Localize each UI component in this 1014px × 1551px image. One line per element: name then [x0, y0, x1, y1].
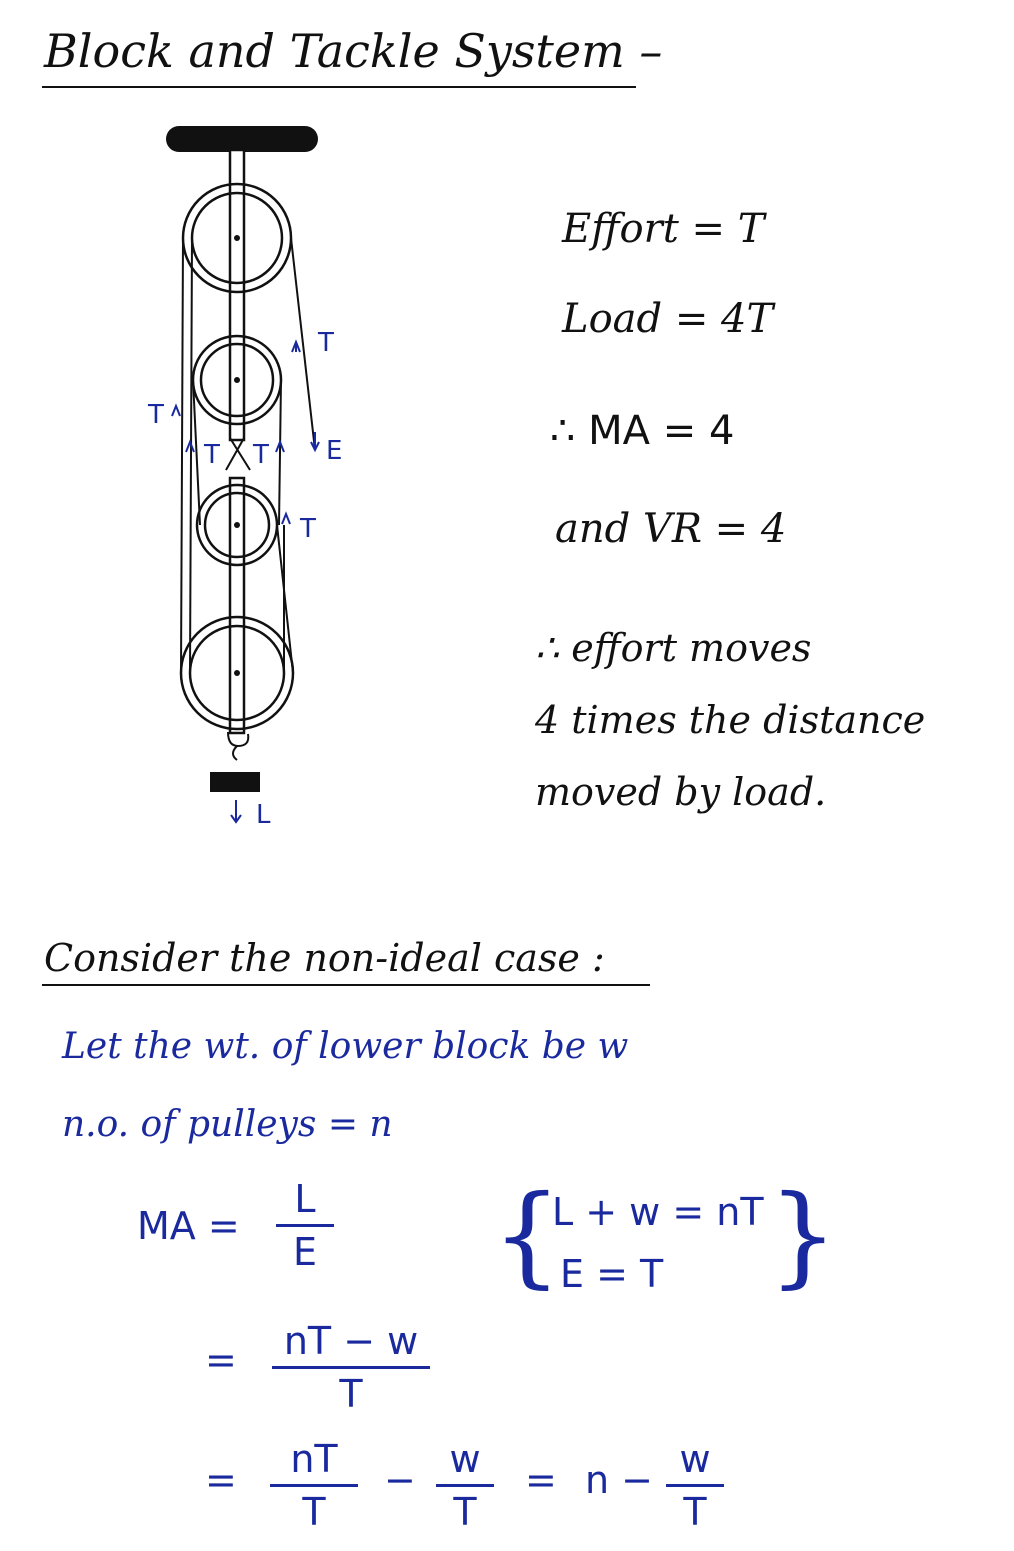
section-heading-underline	[42, 984, 650, 986]
tension-label: T	[204, 440, 220, 470]
equals-sign: =	[205, 1458, 237, 1502]
fraction-l-over-e: L E	[276, 1180, 334, 1271]
fraction-bar	[276, 1224, 334, 1227]
tension-label: T	[253, 440, 269, 470]
effort-equation: Effort = T	[562, 206, 765, 252]
load-label: L	[256, 800, 271, 830]
fraction-bar	[436, 1484, 494, 1487]
vr-equation: and VR = 4	[555, 506, 787, 552]
fraction-numerator: w	[679, 1437, 711, 1481]
n-minus-term: n −	[585, 1458, 654, 1502]
ma-equation: ∴ MA = 4	[550, 408, 735, 454]
right-brace: }	[768, 1171, 838, 1299]
tension-label: T	[148, 400, 164, 430]
lower-block-rod	[228, 476, 246, 735]
fraction-denominator: T	[339, 1371, 363, 1416]
assumption-line: n.o. of pulleys = n	[62, 1104, 393, 1145]
left-brace: {	[492, 1171, 562, 1299]
ma-label: MA =	[137, 1204, 240, 1248]
conclusion-line: ∴ effort moves	[535, 626, 812, 670]
fraction-numerator: nT	[290, 1437, 338, 1481]
effort-label: E	[326, 436, 343, 466]
equals-sign: =	[525, 1458, 557, 1502]
tension-label: T	[318, 328, 334, 358]
upper-block-rod	[228, 148, 246, 442]
section-heading: Consider the non-ideal case :	[44, 936, 605, 980]
page-title: Block and Tackle System –	[44, 24, 663, 78]
fraction-w-over-t: w T	[436, 1440, 494, 1531]
conclusion-line: 4 times the distance	[535, 698, 926, 742]
fraction-denominator: T	[453, 1489, 477, 1534]
force-arrows	[171, 339, 320, 824]
fraction-numerator: nT − w	[283, 1319, 419, 1363]
fraction-denominator: E	[292, 1229, 317, 1274]
tension-label: T	[300, 514, 316, 544]
rope	[180, 237, 316, 761]
ceiling-support	[166, 126, 318, 152]
conclusion-line: moved by load.	[535, 770, 827, 814]
fraction-numerator: w	[449, 1437, 481, 1481]
title-underline	[42, 86, 636, 88]
fraction-w-over-t: w T	[666, 1440, 724, 1531]
load-block	[210, 772, 260, 792]
fraction-denominator: T	[683, 1489, 707, 1534]
minus-sign: −	[384, 1458, 416, 1502]
fraction-numerator: L	[294, 1177, 316, 1221]
equals-sign: =	[205, 1338, 237, 1382]
load-equation: Load = 4T	[562, 296, 774, 342]
fraction-bar	[666, 1484, 724, 1487]
fraction-nt-over-t: nT T	[270, 1440, 358, 1531]
fraction-denominator: T	[302, 1489, 326, 1534]
block-and-tackle-diagram	[166, 126, 320, 824]
fraction-bar	[272, 1366, 430, 1369]
system-equation: L + w = nT	[552, 1190, 764, 1234]
assumption-line: Let the wt. of lower block be w	[62, 1026, 629, 1067]
system-equation: E = T	[560, 1252, 664, 1296]
fraction-bar	[270, 1484, 358, 1487]
fraction-nt-minus-w-over-t: nT − w T	[272, 1322, 430, 1413]
